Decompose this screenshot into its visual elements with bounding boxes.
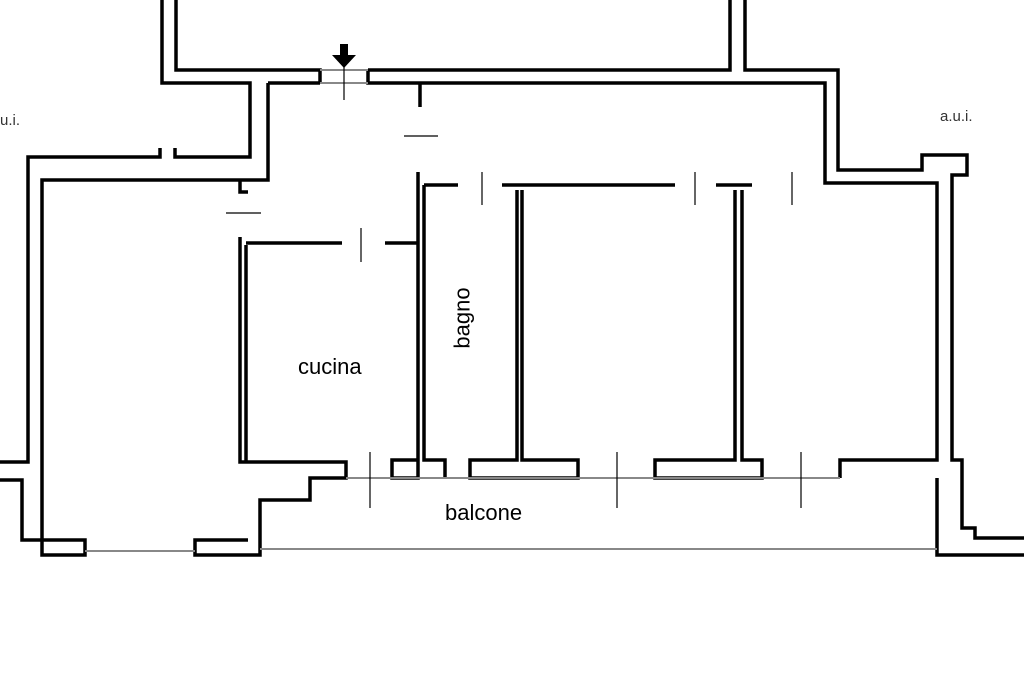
neighbor-unit-label-left: u.i. <box>0 112 21 129</box>
windows <box>85 69 937 552</box>
room-label-bathroom: bagno <box>449 287 475 349</box>
entrance-arrow-icon <box>332 44 356 68</box>
walls <box>0 0 1024 557</box>
neighbor-unit-label-right: a.u.i. <box>940 108 973 125</box>
door-marks <box>226 65 802 508</box>
room-label-kitchen: cucina <box>298 354 362 379</box>
room-label-balcony: balcone <box>445 500 523 525</box>
